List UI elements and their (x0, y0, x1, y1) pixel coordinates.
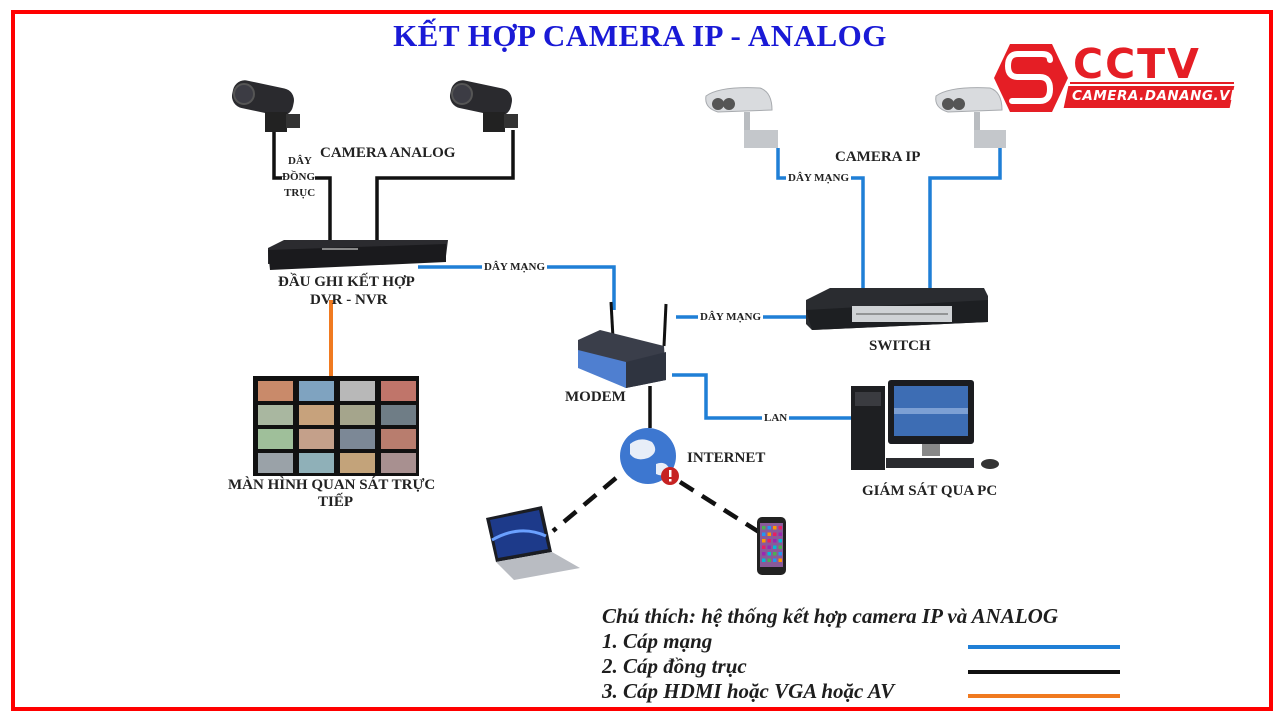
video-tile (381, 453, 416, 473)
video-tile (258, 405, 293, 425)
video-tile (258, 381, 293, 401)
app-icon (767, 526, 771, 530)
ip-camera-icon (705, 87, 778, 148)
video-tile (299, 453, 334, 473)
camera-analog-label: CAMERA ANALOG (320, 145, 456, 161)
app-icon (762, 539, 766, 543)
modem-switch-cable-label: DÂY MẠNG (698, 311, 763, 323)
laptop-icon (486, 506, 580, 580)
modem-pc-cable-label: LAN (762, 412, 790, 424)
coax-label-line3: TRỤC (284, 187, 316, 199)
app-icon (773, 532, 777, 536)
ip-camera-icon (935, 87, 1006, 148)
app-icon (773, 539, 777, 543)
video-wall-icon (253, 376, 419, 476)
video-tile (340, 429, 375, 449)
video-tile (381, 405, 416, 425)
legend-swatches (968, 645, 1120, 698)
legend-item-coax: 2. Cáp đồng trục (602, 654, 747, 678)
dvr-recorder-icon (268, 240, 448, 270)
app-icon (762, 545, 766, 549)
app-icon (778, 526, 782, 530)
red-border-frame (11, 10, 1273, 711)
video-tile (340, 405, 375, 425)
video-tile (381, 429, 416, 449)
video-tile (299, 381, 334, 401)
camera-ip-label: CAMERA IP (835, 149, 921, 165)
legend: Chú thích: hệ thống kết hợp camera IP và… (602, 604, 1058, 704)
video-tile (381, 381, 416, 401)
desktop-pc-icon (851, 380, 999, 470)
bullet-camera-icon (449, 80, 518, 132)
ipcam-switch-cable-label: DÂY MẠNG (786, 172, 851, 184)
logo-divider (1070, 82, 1234, 84)
switch-label: SWITCH (869, 338, 931, 354)
dvr-modem-cable (418, 265, 616, 310)
wireless-link-phone (678, 480, 761, 534)
app-icon (762, 558, 766, 562)
video-tile (299, 405, 334, 425)
monitor-label-line2: TIẾP (318, 494, 354, 510)
video-tile (299, 429, 334, 449)
monitor-label-line1: MÀN HÌNH QUAN SÁT TRỰC (228, 477, 436, 493)
pc-label: GIÁM SÁT QUA PC (862, 483, 998, 499)
app-icon (762, 526, 766, 530)
logo-brand: CCTV (1073, 40, 1201, 88)
app-icon (778, 558, 782, 562)
app-icon (762, 552, 766, 556)
app-icon (773, 526, 777, 530)
logo-url: CAMERA.DANANG.VN (1072, 88, 1242, 104)
dvr-label-line1: ĐẦU GHI KẾT HỢP (278, 274, 415, 290)
app-icon (767, 552, 771, 556)
bullet-camera-icon (231, 80, 300, 132)
legend-item-hdmi: 3. Cáp HDMI hoặc VGA hoặc AV (602, 679, 895, 703)
diagram-title: KẾT HỢP CAMERA IP - ANALOG (393, 18, 887, 53)
app-icon (767, 558, 771, 562)
dvr-label-line2: DVR - NVR (310, 292, 388, 308)
wireless-link-laptop (551, 476, 618, 533)
ipcam1-switch-cable (776, 148, 865, 288)
app-icon (778, 552, 782, 556)
app-icon (778, 532, 782, 536)
video-tile (340, 453, 375, 473)
dvr-modem-cable-label: DÂY MẠNG (482, 261, 547, 273)
coax-label-line1: DÂY (288, 155, 312, 167)
app-icon (762, 532, 766, 536)
app-icon (778, 539, 782, 543)
app-icon (767, 545, 771, 549)
internet-label: INTERNET (687, 450, 766, 466)
legend-item-network: 1. Cáp mạng (602, 629, 713, 653)
ipcam2-switch-cable (928, 148, 1002, 288)
app-icon (773, 552, 777, 556)
network-switch-icon (806, 288, 988, 330)
app-icon (767, 532, 771, 536)
app-icon (773, 558, 777, 562)
globe-icon (620, 428, 679, 485)
app-icon (773, 545, 777, 549)
video-tile (258, 429, 293, 449)
modem-label: MODEM (565, 389, 626, 405)
video-tile (258, 453, 293, 473)
wifi-router-icon (578, 301, 668, 388)
coax-label-line2: ĐỒNG (282, 171, 315, 183)
legend-heading: Chú thích: hệ thống kết hợp camera IP và… (602, 604, 1059, 628)
smartphone-icon (757, 517, 786, 575)
app-icon (778, 545, 782, 549)
network-cables (418, 148, 1002, 420)
coax-cable-right (375, 130, 515, 242)
video-tile (340, 381, 375, 401)
app-icon (767, 539, 771, 543)
